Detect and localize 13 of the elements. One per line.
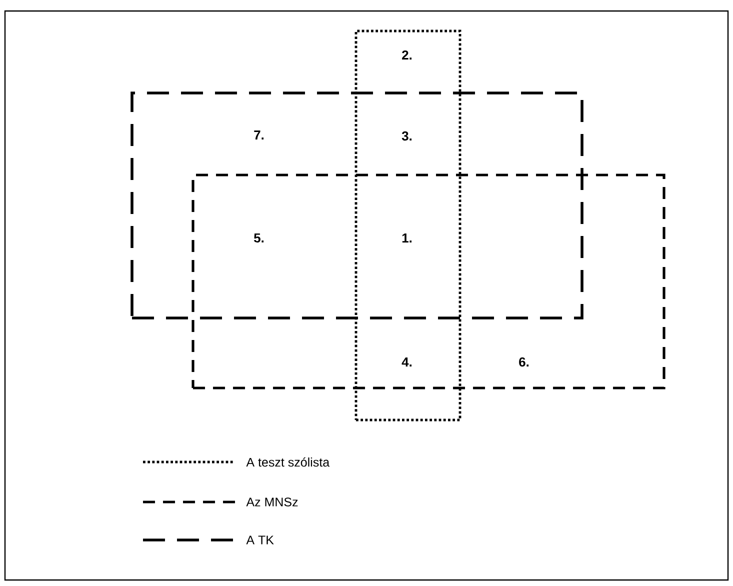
region-number: 3. — [402, 131, 412, 141]
set-rectangle — [192, 174, 666, 390]
region-number: 6. — [519, 357, 529, 367]
region-number: 5. — [254, 233, 264, 243]
legend-text: A teszt szólista — [246, 457, 330, 467]
region-number: 4. — [402, 358, 412, 366]
region-number: 2. — [402, 50, 412, 60]
legend-text: Az MNSz — [246, 498, 298, 506]
region-number: 7. — [254, 130, 264, 140]
set-rectangle — [354, 30, 462, 422]
region-number: 1. — [402, 234, 412, 242]
legend-text: A TK — [246, 536, 274, 544]
set-rectangle — [130, 92, 584, 320]
